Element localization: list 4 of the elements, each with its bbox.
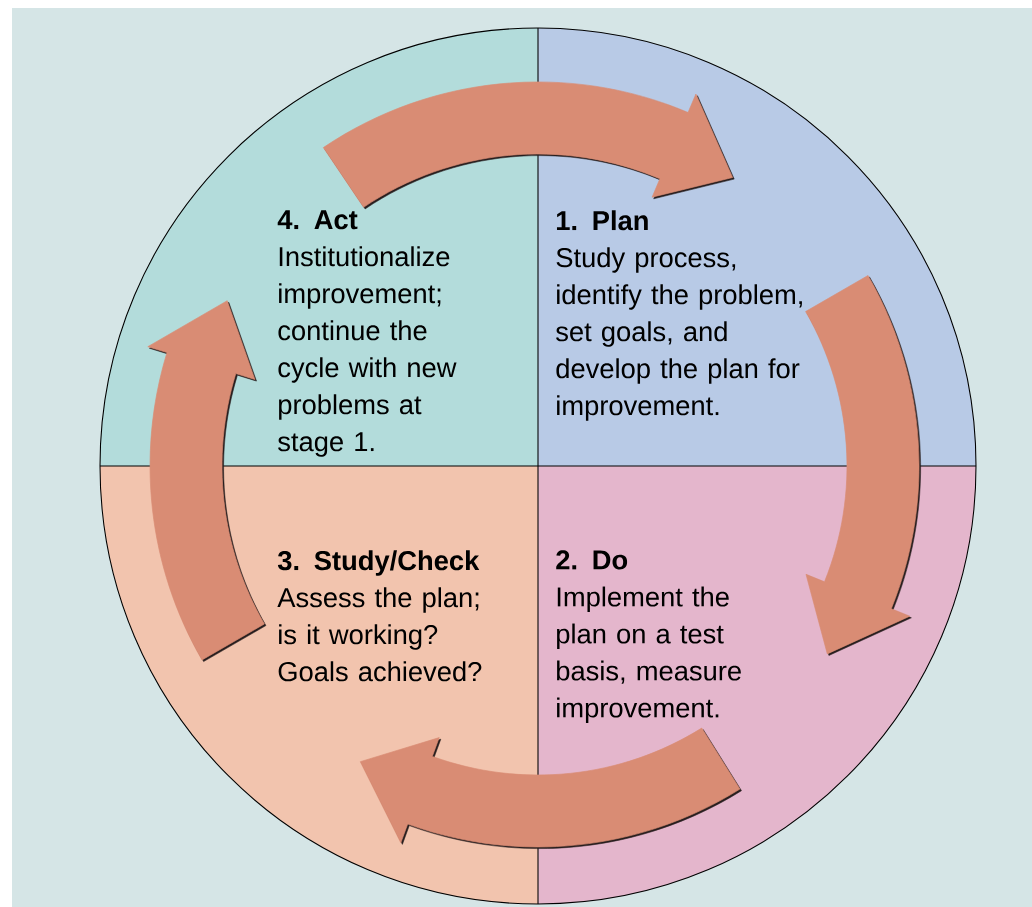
cycle-arrow xyxy=(805,275,921,656)
cycle-arrow xyxy=(147,300,267,662)
cycle-arrow xyxy=(359,727,742,849)
cycle-arrow xyxy=(322,81,735,210)
